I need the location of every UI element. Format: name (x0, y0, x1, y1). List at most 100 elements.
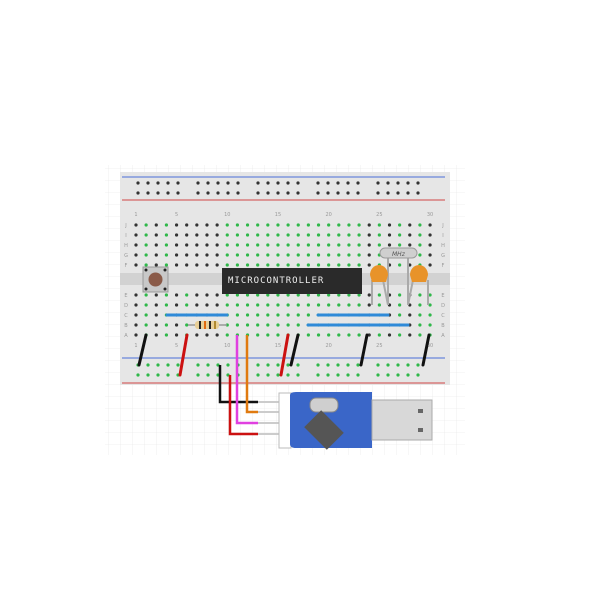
breadboard-hole[interactable] (235, 293, 239, 297)
breadboard-hole[interactable] (195, 223, 199, 227)
breadboard-hole[interactable] (196, 181, 200, 185)
breadboard-hole[interactable] (256, 253, 260, 257)
breadboard-hole[interactable] (337, 333, 341, 337)
breadboard-hole[interactable] (408, 223, 412, 227)
breadboard-hole[interactable] (134, 243, 138, 247)
breadboard-hole[interactable] (356, 191, 360, 195)
wire-black[interactable] (359, 333, 369, 367)
breadboard-hole[interactable] (185, 293, 189, 297)
breadboard-hole[interactable] (347, 253, 351, 257)
breadboard-hole[interactable] (256, 333, 260, 337)
breadboard-hole[interactable] (164, 293, 169, 297)
breadboard-hole[interactable] (337, 243, 341, 247)
breadboard-hole[interactable] (245, 303, 250, 307)
breadboard-hole[interactable] (326, 191, 330, 195)
breadboard-hole[interactable] (144, 303, 148, 307)
breadboard-hole[interactable] (337, 263, 341, 267)
breadboard-hole[interactable] (416, 191, 420, 195)
breadboard-hole[interactable] (245, 323, 250, 327)
breadboard-hole[interactable] (215, 243, 219, 247)
breadboard-hole[interactable] (215, 233, 219, 237)
wire-black[interactable] (289, 333, 300, 367)
breadboard-hole[interactable] (144, 313, 148, 317)
breadboard-hole[interactable] (266, 243, 270, 247)
breadboard-hole[interactable] (356, 373, 360, 377)
breadboard-hole[interactable] (266, 373, 270, 377)
breadboard-hole[interactable] (185, 303, 189, 307)
breadboard-hole[interactable] (225, 323, 229, 327)
breadboard-hole[interactable] (166, 191, 170, 195)
breadboard-hole[interactable] (206, 191, 210, 195)
breadboard-hole[interactable] (428, 323, 432, 327)
breadboard-hole[interactable] (418, 243, 422, 247)
breadboard-hole[interactable] (166, 181, 170, 185)
breadboard-hole[interactable] (235, 313, 239, 317)
breadboard-hole[interactable] (245, 293, 250, 297)
breadboard-hole[interactable] (154, 243, 158, 247)
breadboard-hole[interactable] (276, 323, 280, 327)
breadboard-hole[interactable] (174, 233, 179, 237)
breadboard-hole[interactable] (134, 263, 138, 267)
breadboard-hole[interactable] (156, 191, 160, 195)
breadboard-hole[interactable] (286, 263, 290, 267)
breadboard-hole[interactable] (256, 313, 260, 317)
breadboard-hole[interactable] (316, 243, 321, 247)
breadboard-hole[interactable] (235, 323, 239, 327)
breadboard-hole[interactable] (357, 333, 361, 337)
breadboard-hole[interactable] (347, 243, 351, 247)
breadboard-hole[interactable] (216, 191, 220, 195)
breadboard-hole[interactable] (306, 263, 310, 267)
breadboard-hole[interactable] (376, 373, 380, 377)
breadboard-hole[interactable] (256, 323, 260, 327)
breadboard-hole[interactable] (225, 293, 229, 297)
breadboard-hole[interactable] (408, 313, 412, 317)
breadboard-hole[interactable] (306, 333, 310, 337)
breadboard-hole[interactable] (398, 223, 402, 227)
breadboard-hole[interactable] (164, 263, 169, 267)
breadboard-hole[interactable] (276, 253, 280, 257)
breadboard-hole[interactable] (326, 181, 330, 185)
breadboard-hole[interactable] (256, 303, 260, 307)
breadboard-hole[interactable] (406, 181, 410, 185)
breadboard-hole[interactable] (136, 181, 140, 185)
breadboard-hole[interactable] (357, 263, 361, 267)
breadboard-hole[interactable] (296, 181, 300, 185)
breadboard-hole[interactable] (225, 263, 229, 267)
breadboard-hole[interactable] (286, 233, 290, 237)
breadboard-hole[interactable] (225, 233, 229, 237)
breadboard-hole[interactable] (296, 323, 300, 327)
breadboard-hole[interactable] (156, 373, 160, 377)
breadboard-hole[interactable] (266, 323, 270, 327)
breadboard-hole[interactable] (245, 313, 250, 317)
breadboard-hole[interactable] (164, 243, 169, 247)
breadboard-hole[interactable] (418, 223, 422, 227)
breadboard-hole[interactable] (337, 233, 341, 237)
breadboard-hole[interactable] (276, 191, 280, 195)
breadboard-hole[interactable] (276, 363, 280, 367)
breadboard-hole[interactable] (306, 233, 310, 237)
breadboard-hole[interactable] (164, 253, 169, 257)
breadboard-hole[interactable] (296, 293, 300, 297)
breadboard-hole[interactable] (266, 293, 270, 297)
breadboard-hole[interactable] (356, 363, 360, 367)
wire-red[interactable] (279, 333, 290, 377)
breadboard-hole[interactable] (195, 263, 199, 267)
breadboard-hole[interactable] (174, 243, 179, 247)
breadboard-hole[interactable] (326, 373, 330, 377)
breadboard-hole[interactable] (144, 233, 148, 237)
breadboard-hole[interactable] (226, 191, 230, 195)
breadboard-hole[interactable] (418, 293, 422, 297)
breadboard-hole[interactable] (266, 191, 270, 195)
breadboard-hole[interactable] (336, 373, 340, 377)
breadboard-hole[interactable] (357, 253, 361, 257)
breadboard-hole[interactable] (256, 373, 260, 377)
breadboard-hole[interactable] (327, 263, 331, 267)
breadboard-hole[interactable] (276, 333, 280, 337)
breadboard-hole[interactable] (306, 303, 310, 307)
breadboard-hole[interactable] (337, 253, 341, 257)
breadboard-hole[interactable] (196, 191, 200, 195)
breadboard-hole[interactable] (164, 223, 169, 227)
breadboard-hole[interactable] (276, 243, 280, 247)
breadboard-hole[interactable] (386, 373, 390, 377)
breadboard-hole[interactable] (245, 223, 250, 227)
